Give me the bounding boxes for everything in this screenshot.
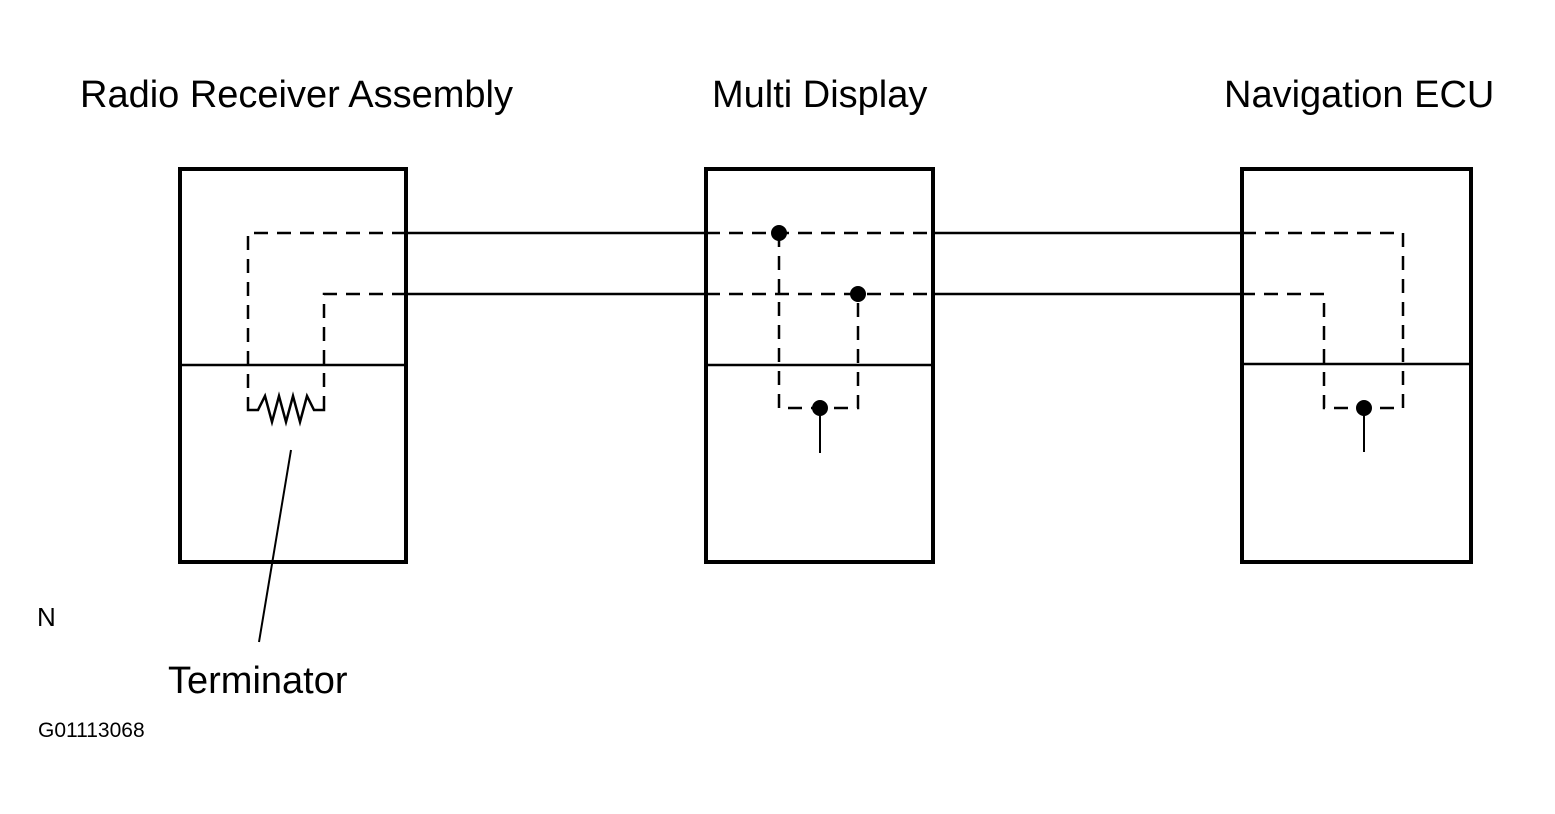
figure-code: G01113068 xyxy=(38,719,145,742)
multi-display-box xyxy=(704,167,935,564)
terminator-resistor xyxy=(246,391,326,427)
radio-internal-wiring xyxy=(246,231,406,405)
navigation-internal-wiring xyxy=(1242,231,1405,410)
terminator-label: Terminator xyxy=(168,660,348,702)
corner-letter: N xyxy=(37,602,56,632)
terminator-leader-line xyxy=(258,449,292,643)
navigation-junctions xyxy=(1356,400,1372,452)
radio-receiver-box xyxy=(178,167,408,564)
multi-display-internal-wiring xyxy=(706,231,933,410)
multi-display-title: Multi Display xyxy=(712,74,928,116)
navigation-ecu-title: Navigation ECU xyxy=(1224,74,1495,116)
radio-receiver-title: Radio Receiver Assembly xyxy=(80,74,513,116)
navigation-ecu-box xyxy=(1240,167,1473,564)
multi-display-junctions xyxy=(771,225,866,453)
